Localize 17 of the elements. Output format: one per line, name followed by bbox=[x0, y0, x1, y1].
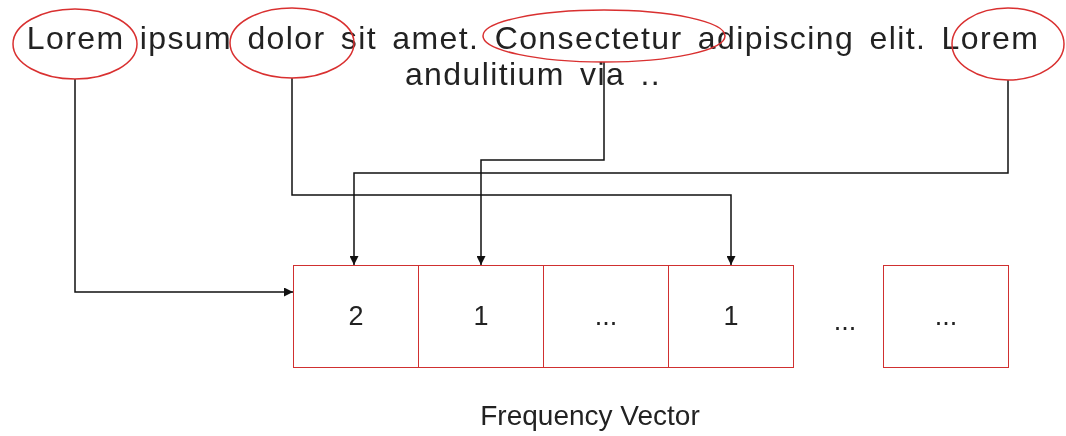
arrow bbox=[291, 77, 736, 266]
ellipse-outline bbox=[11, 7, 139, 81]
arrow bbox=[349, 79, 1009, 266]
vector-cell bbox=[543, 265, 669, 368]
vector-cell bbox=[883, 265, 1009, 368]
cell-value: 2 bbox=[348, 301, 364, 332]
vector-cell bbox=[668, 265, 794, 368]
cell-value: ... bbox=[934, 301, 958, 332]
ellipsis-text: ... bbox=[832, 305, 858, 338]
caption-text: Frequency Vector bbox=[479, 399, 701, 433]
vector-cell bbox=[293, 265, 419, 368]
arrow bbox=[476, 61, 605, 266]
cell-value: ... bbox=[594, 301, 618, 332]
vector-cell bbox=[418, 265, 544, 368]
cell-value: 1 bbox=[473, 301, 489, 332]
arrow bbox=[74, 78, 294, 297]
cell-value: 1 bbox=[723, 301, 739, 332]
